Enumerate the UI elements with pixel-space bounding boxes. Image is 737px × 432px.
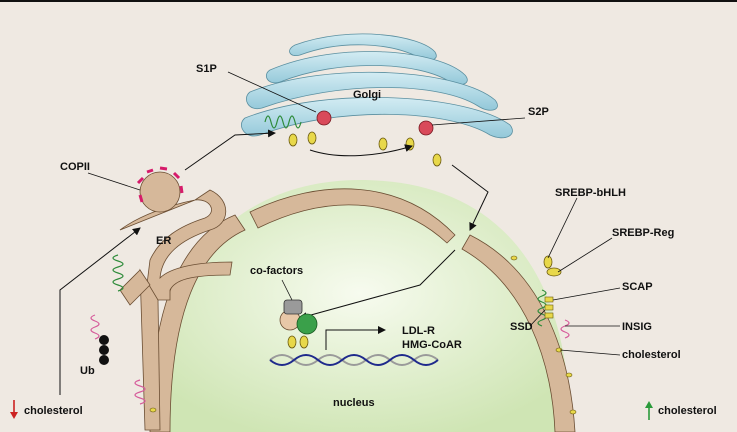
cholesterol-markers bbox=[149, 255, 577, 415]
s1p-leader bbox=[227, 71, 317, 113]
s1p-label: S1P bbox=[196, 63, 217, 75]
right-leaders bbox=[529, 197, 621, 356]
ub-label: Ub bbox=[80, 365, 95, 377]
scap-label: SCAP bbox=[622, 281, 653, 293]
copii-leader bbox=[87, 172, 141, 191]
srebp-reg-label: SREBP-Reg bbox=[612, 227, 674, 239]
high-cholesterol-label: cholesterol bbox=[658, 405, 717, 417]
copii-label: COPII bbox=[60, 161, 90, 173]
low-cholesterol-indicator: cholesterol bbox=[10, 400, 83, 419]
s1p-protease bbox=[316, 110, 332, 126]
cofactor-complex bbox=[279, 299, 318, 349]
low-cholesterol-label: cholesterol bbox=[24, 405, 83, 417]
srebp-bhlh-label: SREBP-bHLH bbox=[555, 187, 626, 199]
ssd-label: SSD bbox=[510, 321, 533, 333]
copii-coat bbox=[136, 166, 184, 203]
hmgcoar-label: HMG-CoAR bbox=[402, 339, 462, 351]
golgi-apparatus bbox=[241, 33, 513, 139]
golgi-label: Golgi bbox=[353, 89, 381, 101]
insig-label: INSIG bbox=[622, 321, 652, 333]
up-arrowhead-icon bbox=[645, 401, 653, 408]
ubiquitin-chain bbox=[99, 335, 109, 365]
pathway-arrows bbox=[59, 129, 489, 395]
right-srebp-markers bbox=[543, 255, 562, 277]
high-cholesterol-indicator: cholesterol bbox=[645, 401, 717, 420]
cofactors-label: co-factors bbox=[250, 265, 303, 277]
cofactors-leader bbox=[281, 279, 293, 301]
golgi-srebp-markers bbox=[288, 131, 442, 167]
s2p-leader bbox=[431, 117, 526, 126]
er-scap-helix bbox=[112, 254, 124, 292]
s2p-label: S2P bbox=[528, 106, 549, 118]
s2p-protease bbox=[418, 120, 434, 136]
er-label: ER bbox=[156, 235, 171, 247]
right-insig-helix bbox=[560, 319, 570, 339]
golgi-scap-helix bbox=[264, 115, 302, 129]
ssd-markers bbox=[544, 296, 554, 319]
down-arrowhead-icon bbox=[10, 412, 18, 419]
dna-helix bbox=[269, 354, 439, 366]
right-scap-helix bbox=[537, 289, 547, 327]
nucleus-label: nucleus bbox=[333, 397, 375, 409]
er-lower-helix bbox=[134, 379, 146, 405]
er-network bbox=[119, 171, 233, 431]
ldlr-label: LDL-R bbox=[402, 325, 435, 337]
cholesterol-label: cholesterol bbox=[622, 349, 681, 361]
er-insig-helix bbox=[90, 314, 100, 340]
